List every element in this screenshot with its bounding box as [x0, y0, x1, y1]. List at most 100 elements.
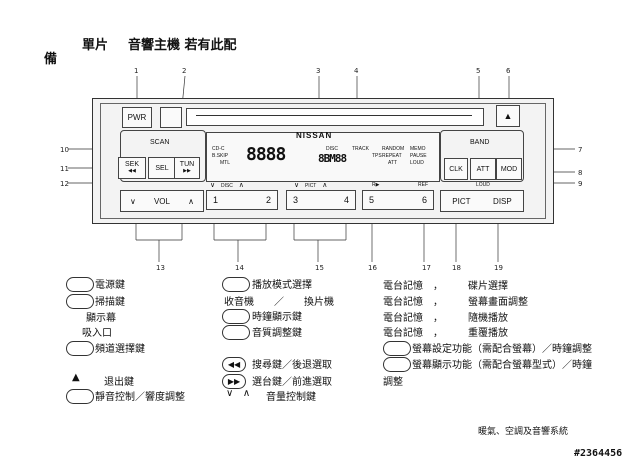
seek-button[interactable]: SEK ◀◀ — [118, 157, 146, 179]
preset-3[interactable]: 3 — [293, 195, 299, 205]
legend-audio: 音質調整鍵 — [252, 328, 302, 339]
callout-19: 19 — [494, 264, 503, 272]
callout-7: 7 — [578, 146, 583, 154]
clock-button[interactable]: CLK — [444, 158, 468, 180]
display-digits: 8888 — [246, 144, 286, 165]
preset-5-6[interactable]: 5 6 — [362, 190, 434, 210]
scan-label: SCAN — [150, 139, 170, 146]
cd-slot[interactable] — [186, 108, 484, 126]
display-cdc: CD-C — [212, 146, 225, 152]
display-bskip: B.SKIP — [212, 153, 229, 159]
legend-disp: 螢幕顯示功能（需配合螢幕型式）／時鐘 — [412, 360, 592, 371]
legend-eject: 退出鍵 — [104, 377, 134, 388]
callout-2: 2 — [182, 67, 187, 75]
preset-4[interactable]: 4 — [343, 195, 349, 205]
select-button[interactable]: SEL — [148, 157, 176, 179]
legend-volume: 音量控制鍵 — [266, 392, 316, 403]
legend-repeat: 電台記憶 ， 重覆播放 — [383, 328, 508, 339]
callout-1: 1 — [134, 67, 139, 75]
callout-16: 16 — [368, 264, 377, 272]
eject-button[interactable]: ▲ — [496, 105, 520, 127]
volume-down-icon[interactable]: ∨ — [130, 196, 136, 206]
page-title: 音響主機 若有此配 — [128, 38, 237, 53]
legend-tune: 頻道選擇鍵 — [95, 344, 145, 355]
callout-14: 14 — [235, 264, 244, 272]
pict-key-icon — [383, 341, 411, 356]
volume-up-icon[interactable]: ∧ — [188, 196, 194, 206]
disp-button[interactable]: DISP — [493, 196, 512, 206]
disp-key-icon — [383, 357, 411, 372]
legend-pict: 螢幕設定功能（需配合螢幕）／時鐘調整 — [412, 344, 592, 355]
preset-3-4[interactable]: 3 4 — [286, 190, 356, 210]
legend-display: 顯示幕 — [86, 313, 116, 324]
display-pause: PAUSE — [410, 153, 427, 159]
callout-8: 8 — [578, 169, 583, 177]
scan-group — [120, 130, 206, 182]
display-track: TRACK — [352, 146, 369, 152]
seek-label: SEK — [124, 161, 139, 168]
legend-mode: 播放模式選擇 — [252, 280, 312, 291]
volume-control[interactable]: ∨ VOL ∧ — [120, 190, 204, 212]
volume-arrows-icon: ∨ ∧ — [226, 388, 251, 399]
preset-6[interactable]: 6 — [421, 195, 427, 205]
band-group — [440, 130, 524, 182]
legend-random: 電台記憶 ， 隨機播放 — [383, 313, 508, 324]
callout-13: 13 — [156, 264, 165, 272]
pict-button[interactable]: PICT — [452, 196, 471, 206]
preset-2[interactable]: 2 — [265, 195, 271, 205]
head-unit-inner — [100, 103, 546, 219]
random-label: R▶ — [372, 182, 380, 188]
loud-label: LOUD — [476, 182, 490, 188]
callout-10: 10 — [60, 146, 69, 154]
legend-tune-forward: 選台鍵／前進選取 — [252, 377, 332, 388]
scan-key-icon — [66, 294, 94, 309]
preset-5[interactable]: 5 — [369, 195, 375, 205]
pict-arrows: ∨ PICT ∧ — [294, 182, 328, 189]
display-memo: MEMO — [410, 146, 426, 152]
blank-button[interactable] — [160, 107, 182, 128]
callout-9: 9 — [578, 180, 583, 188]
callout-18: 18 — [452, 264, 461, 272]
callout-12: 12 — [60, 180, 69, 188]
legend-scan: 掃描鍵 — [95, 297, 125, 308]
forward-key-icon: ▶▶ — [222, 374, 246, 389]
tune-button[interactable]: TUN ▶▶ — [174, 157, 200, 179]
callout-6: 6 — [506, 67, 511, 75]
repeat-label: REF — [418, 182, 428, 188]
display-repeat: REPEAT — [382, 153, 402, 159]
disc-arrows: ∨ DISC ∧ — [210, 182, 244, 189]
tune-key-icon — [66, 341, 94, 356]
display-mtl: MTL — [220, 160, 230, 166]
footer-code: #2364456 — [574, 448, 623, 459]
audio-key-icon — [222, 325, 250, 340]
tune-label: TUN — [179, 161, 195, 168]
callout-4: 4 — [354, 67, 359, 75]
display-loud: LOUD — [410, 160, 424, 166]
preset-1-2[interactable]: 1 2 — [206, 190, 278, 210]
power-button[interactable]: PWR — [122, 107, 152, 128]
display-disc: DISC — [326, 146, 338, 152]
mode-button[interactable]: MOD — [496, 158, 522, 180]
disc-label: DISC — [220, 183, 233, 189]
attenuate-button[interactable]: ATT — [470, 158, 496, 180]
clock-key-icon — [222, 309, 250, 324]
eject-icon: ▲ — [72, 372, 80, 383]
brand-logo: NISSAN — [296, 131, 333, 140]
legend-disp-cont: 調整 — [383, 377, 403, 388]
pict-label-top: PICT — [304, 183, 317, 189]
legend-seek: 搜尋鍵／後退選取 — [252, 360, 332, 371]
mute-key-icon — [66, 389, 94, 404]
band-label: BAND — [470, 139, 490, 146]
legend-clock: 時鐘顯示鍵 — [252, 312, 302, 323]
display-att: ATT — [388, 160, 398, 166]
legend-power: 電源鍵 — [95, 280, 125, 291]
callout-17: 17 — [422, 264, 431, 272]
legend-disc-select: 電台記憶 ， 碟片選擇 — [383, 281, 508, 292]
preset-1[interactable]: 1 — [213, 195, 219, 205]
callout-11: 11 — [60, 165, 69, 173]
display-tps: TPS — [372, 153, 382, 159]
callout-3: 3 — [316, 67, 321, 75]
tune-arrows: ▶▶ — [183, 168, 191, 174]
legend-radio-changer: 收音機 ／ 換片機 — [224, 297, 334, 308]
